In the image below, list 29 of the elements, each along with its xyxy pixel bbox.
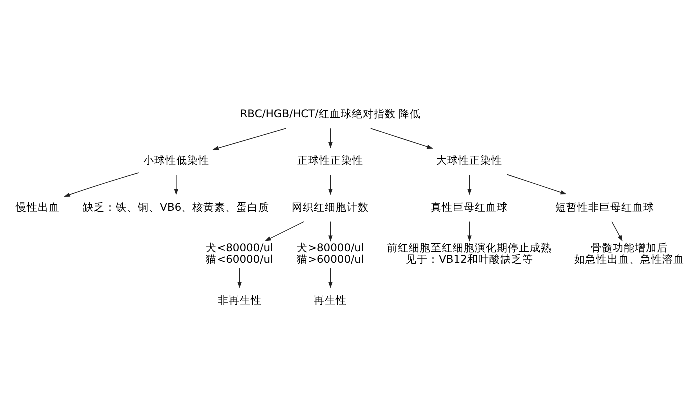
node-text: 前红细胞至红细胞演化期停止成熟 见于：VB12和叶酸缺乏等 [387, 242, 552, 266]
arrow [328, 174, 333, 196]
node-text: 小球性低染性 [143, 154, 210, 168]
arrow [370, 128, 434, 149]
arrow [64, 172, 140, 197]
arrow [174, 174, 179, 196]
arrow [328, 128, 333, 149]
node-text: 慢性出血 [16, 200, 60, 214]
arrow [212, 128, 286, 150]
node-text: 犬<80000/ul 猫<60000/ul [206, 242, 274, 266]
node-text: 再生性 [314, 294, 348, 308]
node-text: 非再生性 [218, 294, 262, 308]
arrow [328, 268, 333, 288]
arrow [612, 221, 623, 242]
node-text: 缺乏：铁、铜、VB6、核黄素、蛋白质 [83, 200, 270, 214]
arrow [507, 174, 567, 195]
node-text: RBC/HGB/HCT/红血球绝对指数 降低 [240, 108, 422, 121]
arrow [238, 268, 242, 288]
arrow [468, 174, 472, 196]
node-text: 骨髓功能增加后 如急性出血、急性溶血 [574, 242, 684, 266]
node-text: 真性巨母红血球 [431, 200, 508, 214]
node-text: 大球性正染性 [436, 154, 503, 168]
arrow [468, 221, 472, 242]
node-text: 犬>80000/ul 猫>60000/ul [297, 242, 364, 266]
arrow [328, 221, 333, 242]
node-text: 正球性正染性 [298, 154, 364, 168]
node-text: 短暂性非巨母红血球 [555, 200, 654, 214]
node-text: 网织红细胞计数 [292, 200, 370, 214]
arrow [265, 221, 305, 242]
